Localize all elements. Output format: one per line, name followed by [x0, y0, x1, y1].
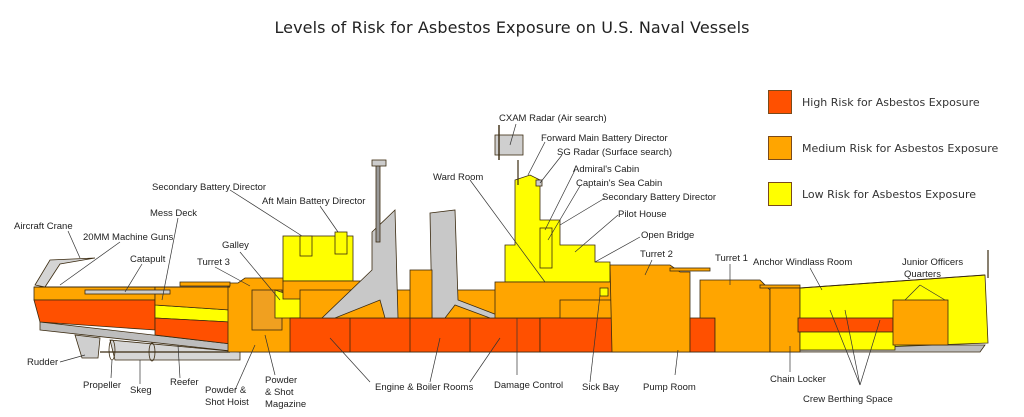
low-risk-swatch [768, 182, 792, 206]
medium-risk-swatch [768, 136, 792, 160]
label-aircraft-crane: Aircraft Crane [14, 221, 73, 232]
label-engine-boiler-rooms: Engine & Boiler Rooms [375, 382, 473, 393]
label-powder-shot-hoist-2: Shot Hoist [205, 397, 249, 408]
label-skeg: Skeg [130, 385, 152, 396]
label-secondary-battery-director-aft: Secondary Battery Director [152, 182, 266, 193]
label-powder-shot-magazine-3: Magazine [265, 399, 306, 410]
label-admirals-cabin: Admiral's Cabin [573, 164, 639, 175]
cxam-radar [494, 134, 524, 156]
label-crew-berthing-space: Crew Berthing Space [803, 394, 893, 405]
label-cxam-radar: CXAM Radar (Air search) [499, 113, 607, 124]
skeg-shape [109, 339, 241, 361]
diagram-title: Levels of Risk for Asbestos Exposure on … [274, 18, 750, 37]
legend-label-low: Low Risk for Asbestos Exposure [802, 187, 977, 201]
label-pump-room: Pump Room [643, 382, 696, 393]
label-turret-2: Turret 2 [640, 249, 673, 260]
label-sick-bay: Sick Bay [582, 382, 619, 393]
label-forward-main-battery-director: Forward Main Battery Director [541, 133, 668, 144]
label-junior-officers-1: Junior Officers [902, 257, 963, 268]
label-pilot-house: Pilot House [618, 209, 667, 220]
aft-director-mast [299, 235, 313, 257]
label-open-bridge: Open Bridge [641, 230, 694, 241]
turret-3-gun [179, 281, 231, 287]
label-turret-3: Turret 3 [197, 257, 230, 268]
label-anchor-windlass-room: Anchor Windlass Room [753, 257, 852, 268]
legend-item-low: Low Risk for Asbestos Exposure [768, 182, 998, 206]
label-propeller: Propeller [83, 380, 121, 391]
label-reefer: Reefer [170, 377, 199, 388]
rudder-shape [74, 334, 101, 359]
aft-mast [375, 161, 381, 243]
turret-2-block [609, 264, 691, 353]
label-20mm-machine-guns: 20MM Machine Guns [83, 232, 174, 243]
label-aft-main-battery-director: Aft Main Battery Director [262, 196, 365, 207]
forward-tower [504, 174, 611, 283]
legend: High Risk for Asbestos Exposure Medium R… [768, 90, 998, 228]
legend-item-medium: Medium Risk for Asbestos Exposure [768, 136, 998, 160]
catapult [84, 289, 171, 295]
label-chain-locker: Chain Locker [770, 374, 826, 385]
legend-item-high: High Risk for Asbestos Exposure [768, 90, 998, 114]
label-rudder: Rudder [27, 357, 58, 368]
turret-1-block [699, 279, 771, 353]
aircraft-crane [34, 257, 96, 288]
label-junior-officers-2: Quarters [904, 269, 941, 280]
label-sg-radar: SG Radar (Surface search) [557, 147, 672, 158]
label-damage-control: Damage Control [494, 380, 563, 391]
main-deck-line [34, 274, 986, 289]
label-catapult: Catapult [130, 254, 166, 265]
label-powder-shot-hoist-1: Powder & [205, 385, 247, 396]
label-secondary-battery-director-fwd: Secondary Battery Director [602, 192, 716, 203]
label-powder-shot-magazine-2: & Shot [265, 387, 294, 398]
junior-officers-medium [892, 299, 949, 346]
label-captains-sea-cabin: Captain's Sea Cabin [576, 178, 662, 189]
pump-room [689, 317, 716, 353]
fwd-funnel [429, 209, 506, 319]
engine-boiler-rooms [289, 317, 541, 353]
legend-label-high: High Risk for Asbestos Exposure [802, 95, 980, 109]
label-turret-1: Turret 1 [715, 253, 748, 264]
label-mess-deck: Mess Deck [150, 208, 197, 219]
high-risk-swatch [768, 90, 792, 114]
label-galley: Galley [222, 240, 249, 251]
legend-label-medium: Medium Risk for Asbestos Exposure [802, 141, 999, 155]
label-ward-room: Ward Room [433, 172, 483, 183]
label-powder-shot-magazine-1: Powder [265, 375, 297, 386]
